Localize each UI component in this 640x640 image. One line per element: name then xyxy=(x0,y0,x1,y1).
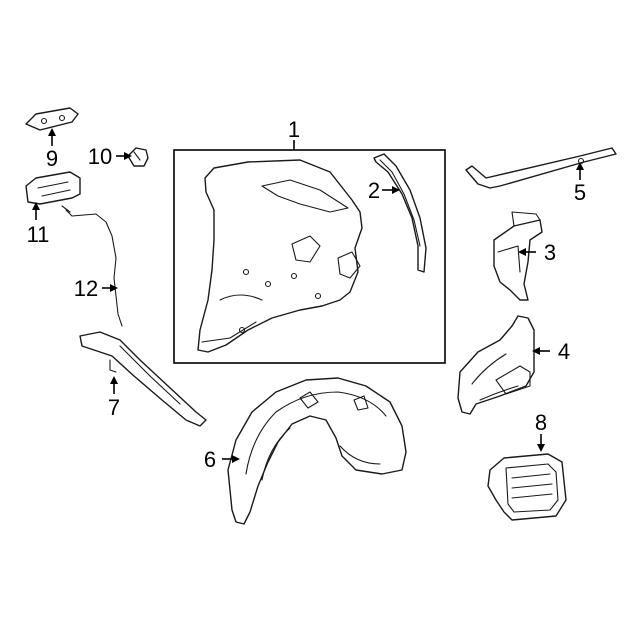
callout-3-number: 3 xyxy=(544,240,556,265)
housing-part xyxy=(25,171,81,205)
callout-1-number: 1 xyxy=(288,117,300,142)
callout-11-number: 11 xyxy=(27,222,50,247)
callout-7-number: 7 xyxy=(108,395,120,420)
trim-piece-part xyxy=(79,331,207,427)
part-1-group-frame xyxy=(173,149,446,364)
fuel-door-housing-part xyxy=(487,453,567,521)
trim-strip-part xyxy=(373,153,427,273)
cable-part xyxy=(61,205,123,327)
bracket-part xyxy=(493,211,543,301)
callout-6-number: 6 xyxy=(204,447,216,472)
wheelhouse-liner-part xyxy=(227,377,407,525)
callout-8-number: 8 xyxy=(535,410,547,435)
quarter-panel-part xyxy=(197,159,363,353)
callout-2-number: 2 xyxy=(368,178,380,203)
small-plate-part xyxy=(25,107,79,131)
callout-5-number: 5 xyxy=(574,180,586,205)
inner-panel-part xyxy=(457,315,535,415)
strap-part xyxy=(465,147,617,189)
callout-4-number: 4 xyxy=(558,339,570,364)
callout-12-number: 12 xyxy=(74,276,98,301)
callout-9-number: 9 xyxy=(46,146,58,171)
callout-10-number: 10 xyxy=(88,144,112,169)
clip-part xyxy=(127,147,149,167)
